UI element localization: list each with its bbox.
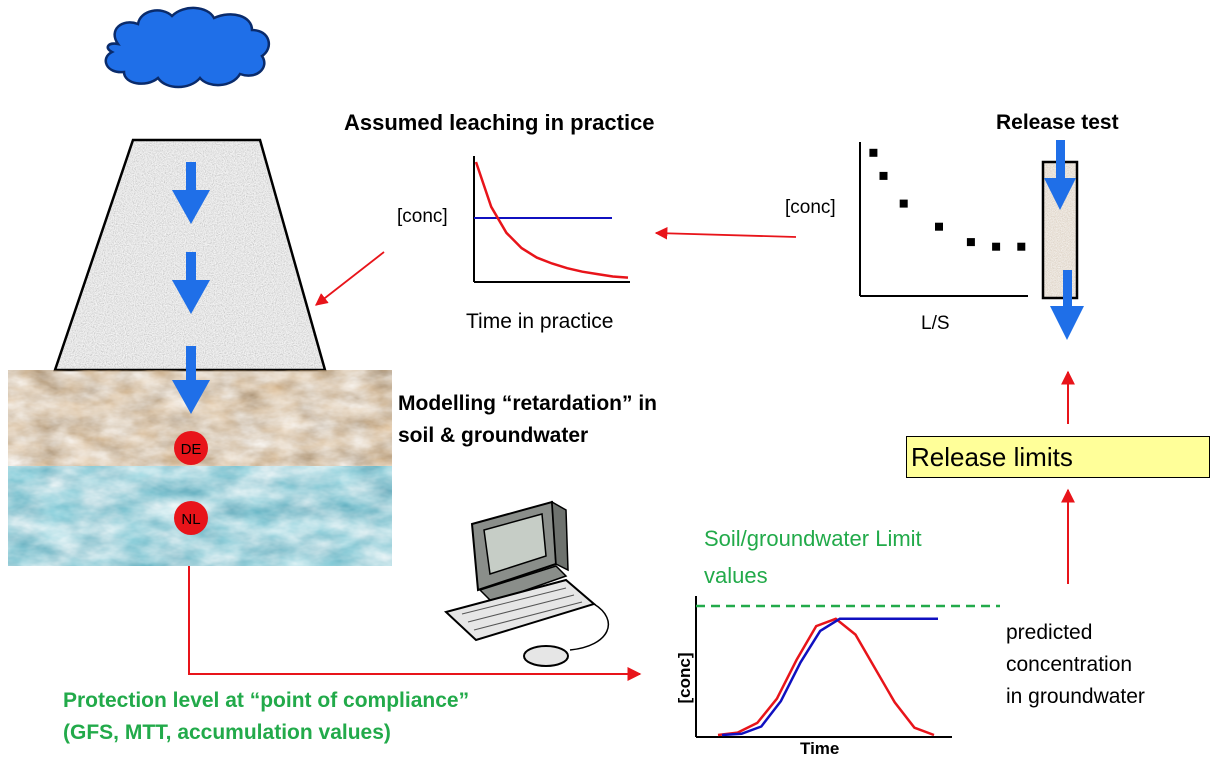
point-nl-label: NL <box>181 511 200 528</box>
prediction-chart <box>695 596 1000 738</box>
release-data-point <box>869 148 878 157</box>
down-arrow-icon <box>1044 140 1076 210</box>
release-data-point <box>935 222 943 231</box>
leaching-y-label: [conc] <box>397 206 448 227</box>
point-de-label: DE <box>181 441 202 458</box>
compliance-connector-arrow <box>188 566 642 681</box>
predicted-text-line3: in groundwater <box>1006 685 1145 708</box>
leaching-x-label: Time in practice <box>466 310 614 333</box>
release-data-point <box>899 199 908 208</box>
release-test-title: Release test <box>996 111 1119 134</box>
predicted-text-line2: concentration <box>1006 653 1133 676</box>
release-y-label: [conc] <box>785 197 836 218</box>
protection-text-line1: Protection level at “point of compliance… <box>63 689 470 712</box>
release-limits-label: Release limits <box>911 442 1073 472</box>
down-arrow-icon <box>1050 270 1084 340</box>
release-test-chart <box>859 142 1028 297</box>
release-x-label: L/S <box>921 313 950 334</box>
rain-cloud-icon <box>104 6 271 89</box>
down-arrow-icon <box>172 252 210 314</box>
limit-values-line1: Soil/groundwater Limit <box>704 526 922 551</box>
point-nl-marker: NL <box>174 501 208 535</box>
prediction-y-label: [conc] <box>675 653 694 704</box>
point-de-marker: DE <box>174 431 208 465</box>
leaching-to-pile-arrow <box>315 251 385 306</box>
leaching-decay-curve <box>474 161 629 279</box>
release-data-point <box>992 242 1001 251</box>
release-data-point <box>966 238 975 247</box>
release-limits-box: Release limits <box>906 436 1210 478</box>
leaching-title: Assumed leaching in practice <box>344 110 655 135</box>
predicted-blue-curve <box>721 617 938 737</box>
predicted-text-line1: predicted <box>1006 621 1093 644</box>
modelling-text-line1: Modelling “retardation” in <box>398 392 658 415</box>
down-arrow-icon <box>172 346 210 414</box>
limit-values-line2: values <box>704 563 768 588</box>
release-data-point <box>879 171 888 180</box>
test-column <box>1041 140 1084 340</box>
test-to-practice-arrow <box>654 227 797 240</box>
down-arrow-icon <box>172 162 210 224</box>
modelling-text-line2: soil & groundwater <box>398 424 589 447</box>
percolation-arrows <box>172 162 210 414</box>
computer-icon <box>443 500 610 667</box>
prediction-x-label: Time <box>800 739 840 758</box>
leaching-chart <box>473 156 630 283</box>
predicted-red-curve <box>717 617 935 737</box>
protection-text-line2: (GFS, MTT, accumulation values) <box>63 721 391 744</box>
release-data-point <box>1017 242 1026 251</box>
